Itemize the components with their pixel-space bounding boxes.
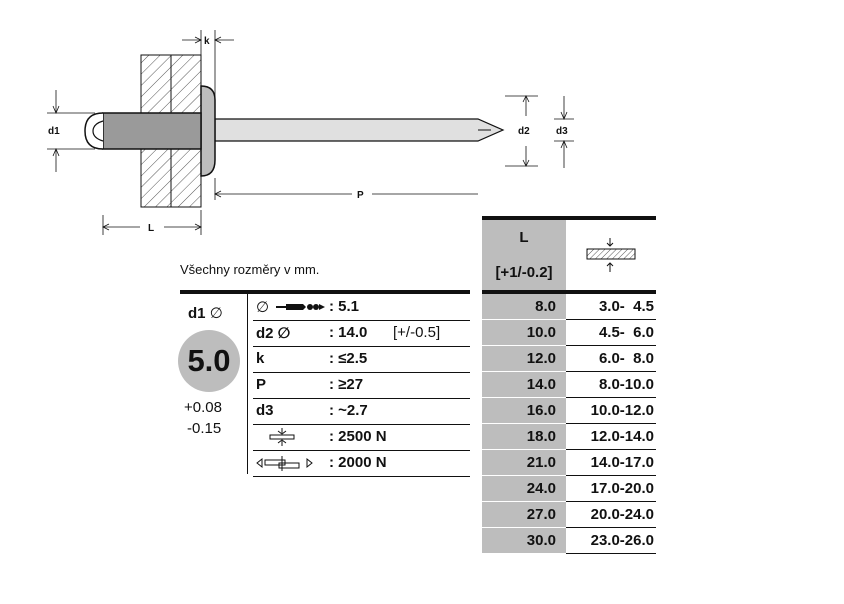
grip-table-grip-value: 6.0- 8.0 [598, 350, 654, 367]
grip-table-l-value: 16.0 [526, 402, 556, 419]
grip-table-grip-value: 8.0-10.0 [598, 376, 654, 393]
dim-l-label: L [148, 223, 154, 234]
d1-heading: d1 ∅ [188, 304, 223, 322]
grip-table-row: 14.0 8.0-10.0 [482, 372, 656, 398]
grip-table-l-value: 14.0 [526, 376, 556, 393]
grip-table-l-value: 30.0 [526, 532, 556, 549]
grip-table-grip-cell [566, 528, 656, 554]
grip-table-l-cell [482, 346, 566, 372]
dim-p-label: P [357, 190, 364, 201]
spec-k-value: : ≤2.5 [329, 350, 368, 367]
grip-table-row: 8.0 3.0- 4.5 [482, 294, 656, 320]
grip-table-l-cell [482, 450, 566, 476]
units-note: Všechny rozměry v mm. [180, 262, 320, 277]
dim-d1-label: d1 [48, 126, 60, 137]
spec-p-label: P [256, 376, 267, 393]
dim-k-label: k [204, 36, 210, 47]
d1-value: 5.0 [187, 343, 231, 378]
grip-table-l-value: 18.0 [526, 428, 556, 445]
grip-table-l-cell [482, 294, 566, 320]
grip-table-grip-cell [566, 502, 656, 528]
grip-table-grip-value: 3.0- 4.5 [598, 298, 654, 315]
grip-table-row: 12.0 6.0- 8.0 [482, 346, 656, 372]
grip-table-grip-value: 12.0-14.0 [590, 428, 654, 445]
spec-row-d3: d3 : ~2.7 [253, 398, 470, 425]
grip-table-row: 21.0 14.0-17.0 [482, 450, 656, 476]
spec-top-rule [180, 290, 470, 294]
rivet-body [102, 112, 202, 150]
spec-row-k: k : ≤2.5 [253, 346, 470, 373]
grip-table-grip-cell [566, 372, 656, 398]
grip-table-l-value: 10.0 [526, 324, 556, 341]
grip-table-row: 16.0 10.0-12.0 [482, 398, 656, 424]
grip-table-top-rule [482, 216, 656, 220]
d1-heading-label: d1 [188, 305, 206, 322]
grip-table-grip-cell [566, 424, 656, 450]
grip-table-grip-cell [566, 398, 656, 424]
spec-drill-label: ∅ [256, 299, 270, 316]
grip-table-row: 27.0 20.0-24.0 [482, 502, 656, 528]
spec-d2-label: d2 ∅ [256, 325, 291, 342]
grip-table-grip-cell [566, 320, 656, 346]
grip-table-grip-value: 10.0-12.0 [590, 402, 654, 419]
spec-divider [247, 294, 248, 474]
spec-p-value: : ≥27 [329, 376, 364, 393]
grip-table-grip-value: 20.0-24.0 [590, 506, 654, 523]
spec-shear-value: : 2000 N [329, 454, 387, 471]
grip-table-l-cell [482, 502, 566, 528]
grip-table-header-l-tol: [+1/-0.2] [495, 264, 553, 281]
grip-range-icon [586, 238, 636, 272]
spec-row-p: P : ≥27 [253, 372, 470, 399]
d1-tolerance-minus: -0.15 [187, 420, 222, 437]
grip-table-header-rule [482, 290, 656, 294]
spec-row-shear: : 2000 N [253, 450, 470, 477]
grip-table-l-value: 12.0 [526, 350, 556, 367]
spec-d2-value: : 14.0 [329, 324, 368, 341]
grip-table-l-cell [482, 320, 566, 346]
grip-table-header-l-cell [482, 220, 566, 290]
spec-row-tensile: : 2500 N [253, 424, 470, 451]
rivet-head [200, 85, 216, 177]
grip-table-grip-cell [566, 294, 656, 320]
grip-table-grip-cell [566, 346, 656, 372]
grip-table-grip-value: 23.0-26.0 [590, 532, 654, 549]
grip-table-row: 30.0 23.0-26.0 [482, 528, 656, 554]
spec-row-drill: ∅ : 5.1 [253, 294, 470, 321]
grip-table-l-value: 27.0 [526, 506, 556, 523]
grip-table-l-cell [482, 476, 566, 502]
grip-table-header-l: L [519, 229, 529, 246]
dim-d3-label: d3 [556, 126, 568, 137]
mandrel [214, 118, 505, 142]
tensile-force-icon [269, 428, 295, 446]
grip-table-l-value: 24.0 [526, 480, 556, 497]
grip-table-grip-value: 14.0-17.0 [590, 454, 654, 471]
grip-table-l-cell [482, 528, 566, 554]
grip-table-l-value: 8.0 [535, 298, 556, 315]
spec-row-d2: d2 ∅ : 14.0 [+/-0.5] [253, 320, 470, 347]
diameter-symbol: ∅ [209, 305, 223, 322]
dim-d2-label: d2 [518, 126, 530, 137]
spec-d3-value: : ~2.7 [329, 402, 368, 419]
spec-tensile-value: : 2500 N [329, 428, 387, 445]
grip-table-l-cell [482, 398, 566, 424]
d1-tolerance-plus: +0.08 [184, 399, 222, 416]
grip-table-grip-cell [566, 476, 656, 502]
grip-table-row: 18.0 12.0-14.0 [482, 424, 656, 450]
drill-bit-icon [276, 304, 325, 310]
grip-table-l-cell [482, 372, 566, 398]
d1-value-badge: 5.0 [178, 330, 240, 392]
grip-table-l-cell [482, 424, 566, 450]
grip-table-grip-value: 4.5- 6.0 [598, 324, 654, 341]
spec-d3-label: d3 [256, 402, 274, 419]
grip-table-row: 10.0 4.5- 6.0 [482, 320, 656, 346]
shear-force-icon [256, 456, 313, 471]
spec-k-label: k [256, 350, 265, 367]
rivet-drawing: d1 k P L d2 d3 [47, 30, 574, 235]
grip-table-l-value: 21.0 [526, 454, 556, 471]
grip-table-row: 24.0 17.0-20.0 [482, 476, 656, 502]
grip-table-grip-value: 17.0-20.0 [590, 480, 654, 497]
grip-table-grip-cell [566, 450, 656, 476]
spec-d2-tolerance: [+/-0.5] [393, 324, 441, 341]
spec-drill-value: : 5.1 [329, 298, 360, 315]
